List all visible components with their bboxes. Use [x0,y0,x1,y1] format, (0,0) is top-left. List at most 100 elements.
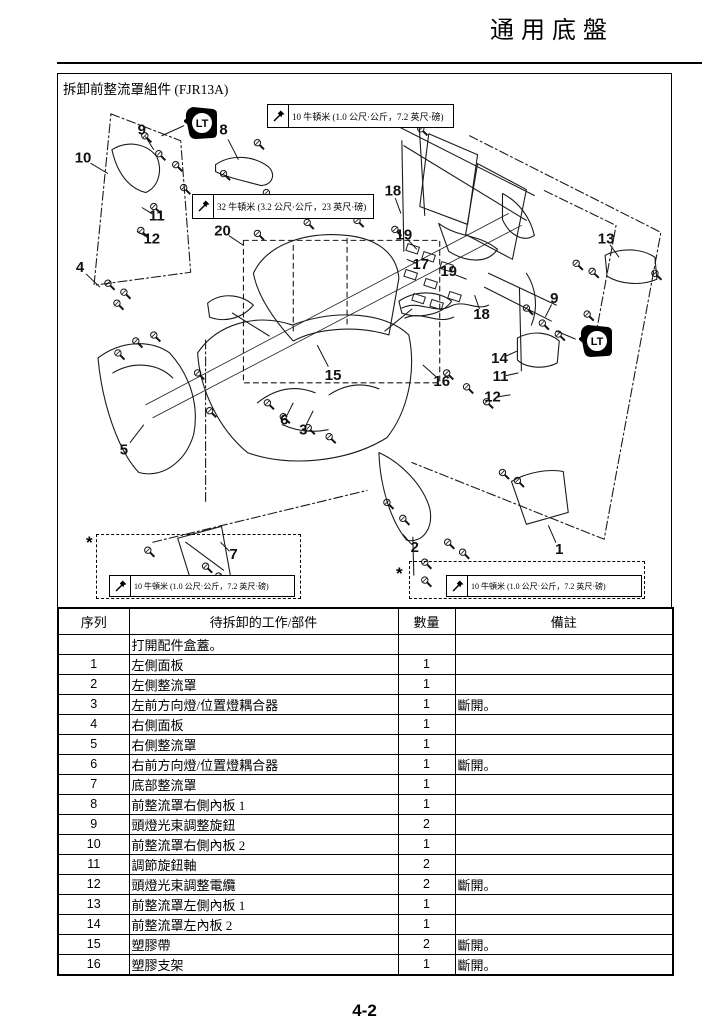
screw-icon [149,330,162,343]
star-mark: * [396,564,403,583]
torque-spec-text: 10 牛頓米 (1.0 公尺·公斤，7.2 英尺·磅) [134,581,269,591]
cell-order: 6 [57,753,130,775]
torque-dash-container [409,561,645,599]
callout-number: 12 [484,389,501,406]
cell-order: 14 [57,913,130,935]
lt-loctite-icon: LT [578,325,612,357]
cell-remark [454,673,674,695]
cell-job: 底部整流罩 [128,773,399,795]
callout-leader [129,424,145,444]
cell-remark [454,733,674,755]
cell-remark: 斷開。 [454,873,674,895]
torque-spec-label: 10 牛頓米 (1.0 公尺·公斤，7.2 英尺·磅) [267,104,454,128]
screw-icon [587,267,600,279]
cell-remark [454,793,674,815]
screw-icon [112,298,125,311]
cell-remark [454,853,674,875]
callout-number: 1 [555,541,563,558]
lt-loctite-badge: LT [183,104,220,142]
cell-job: 右前方向燈/位置燈耦合器 [128,753,399,775]
screw-icon [538,318,550,331]
callout-leader [407,239,418,250]
cell-job: 前整流罩右側內板 2 [128,833,399,855]
callout-number: 6 [280,412,288,429]
screw-icon [443,538,456,550]
callout-leader [505,372,519,377]
cell-job: 塑膠帶 [128,933,399,955]
cell-qty: 1 [397,653,456,675]
diagram-line-art [93,113,662,584]
torque-spec-text: 10 牛頓米 (1.0 公尺·公斤，7.2 英尺·磅) [471,581,606,591]
callout-number: 16 [433,373,450,390]
callout-number: 18 [473,306,490,323]
col-header-qty: 數量 [397,607,456,635]
cell-order: 16 [57,953,130,975]
cell-qty: 1 [397,773,456,795]
callout-leader [544,304,553,318]
figure-panel: 拆卸前整流罩組件 (FJR13A) [57,73,672,608]
cell-qty: 1 [397,753,456,775]
cell-order [57,633,130,655]
torque-wrench-icon [114,580,126,592]
screw-icon [171,160,184,173]
cell-qty: 1 [397,953,456,975]
cell-remark: 斷開。 [454,953,674,975]
screw-icon [179,183,192,196]
cell-order: 1 [57,653,130,675]
svg-text:LT: LT [196,118,209,130]
cell-job: 頭燈光束調整旋鈕 [128,813,399,835]
star-mark: * [86,533,93,552]
cell-order: 4 [57,713,130,735]
col-header-order: 序列 [57,607,130,635]
cell-qty [397,633,456,655]
callout-number: 17 [412,256,429,273]
callout-leader [406,258,417,264]
table-header-row: 序列 待拆卸的工作/部件 數量 備註 [57,607,674,635]
callout-leader [286,402,294,416]
callout-number: 11 [149,207,165,224]
cell-remark [454,813,674,835]
callout-number: 8 [219,122,227,139]
svg-text:LT: LT [591,336,604,348]
screw-icon [103,279,116,291]
screw-icon [582,309,595,322]
callout-leader [547,525,557,543]
callout-leader [402,533,412,545]
cell-order: 9 [57,813,130,835]
torque-spec-text: 32 牛頓米 (3.2 公尺·公斤，23 英尺·磅) [217,202,367,212]
cell-qty: 2 [397,933,456,955]
callout-number: 14 [491,350,508,367]
callout-leader [228,235,244,246]
torque-spec-label: 10 牛頓米 (1.0 公尺·公斤，7.2 英尺·磅) [109,575,295,597]
cell-remark [454,893,674,915]
screw-icon [253,229,265,241]
callout-leader [497,394,511,398]
cell-qty: 2 [397,813,456,835]
torque-wrench-icon [197,200,209,212]
cell-order: 15 [57,933,130,955]
cell-remark [454,713,674,735]
cell-remark [454,913,674,935]
torque-spec-text: 10 牛頓米 (1.0 公尺·公斤，7.2 英尺·磅) [292,111,444,122]
screw-icon [398,514,411,526]
cell-job: 左側整流罩 [128,673,399,695]
callout-number: 9 [550,290,558,307]
cell-job: 右側整流罩 [128,733,399,755]
callout-leader [474,295,480,310]
cell-job: 打開配件盒蓋。 [128,633,399,655]
cell-qty: 1 [397,713,456,735]
callout-leader [85,273,101,288]
screw-icon [462,382,475,395]
